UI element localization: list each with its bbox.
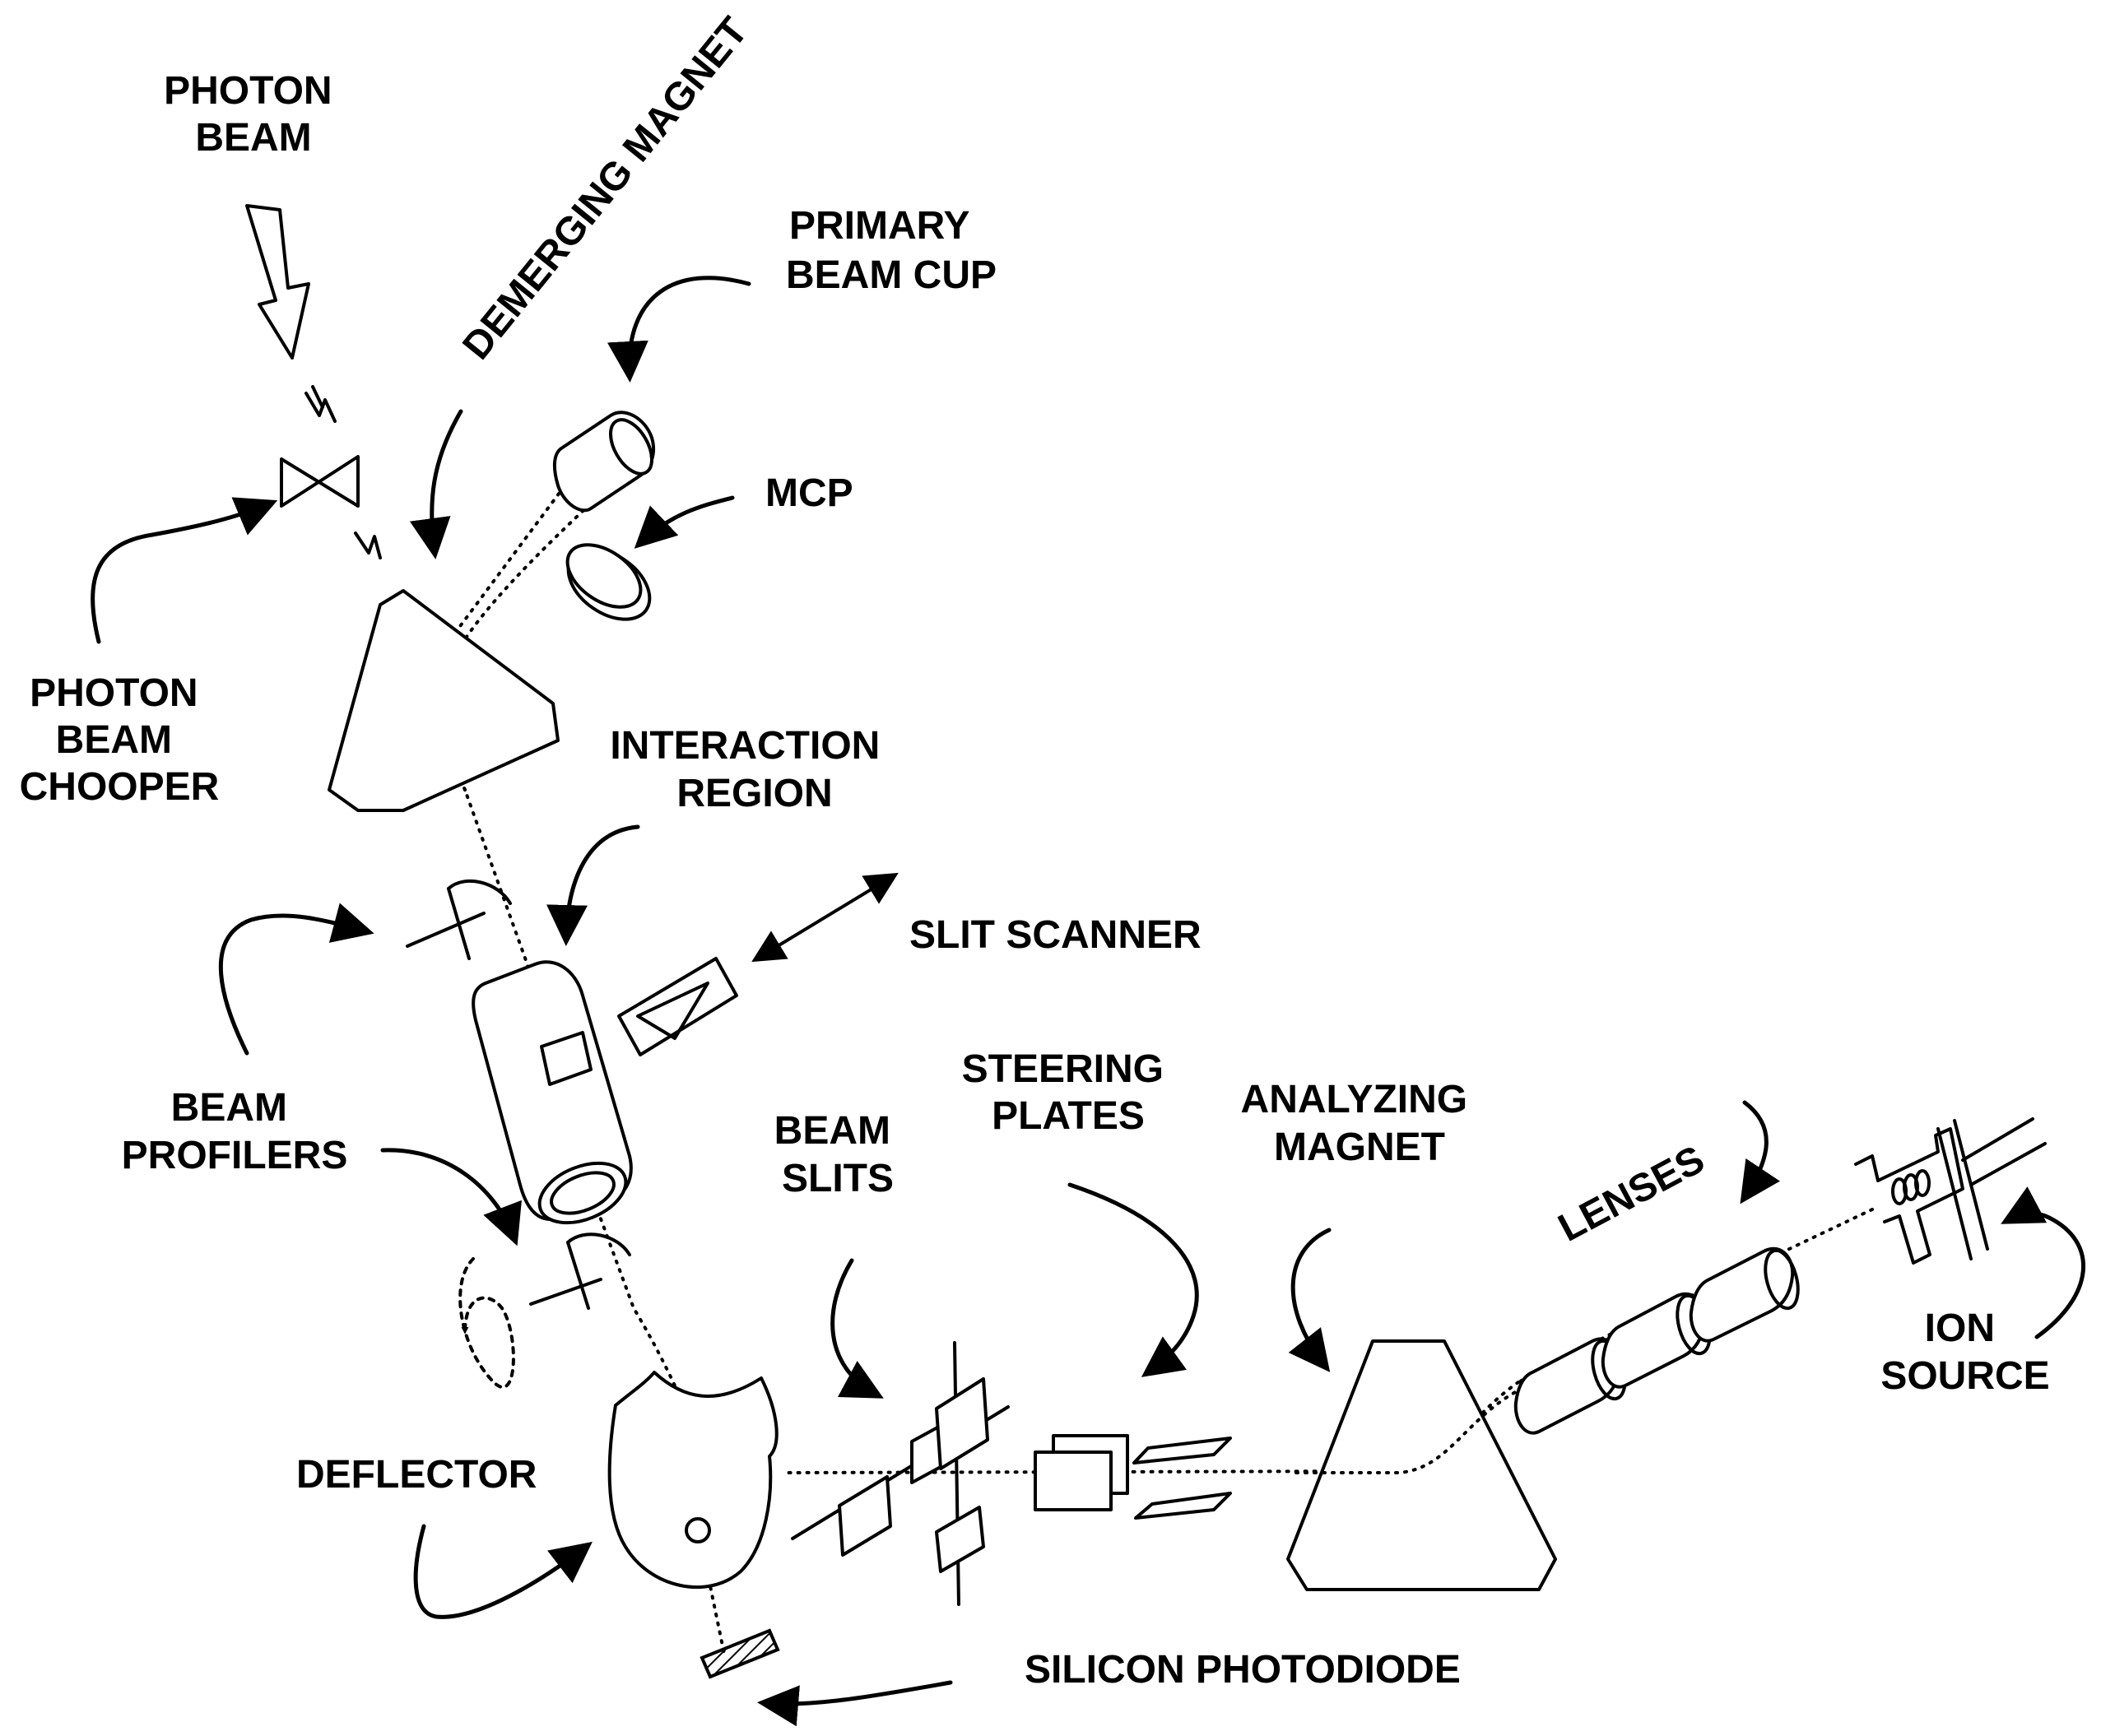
photon-beam-chopper <box>280 455 382 559</box>
silicon-photodiode <box>700 1628 780 1679</box>
mcp-detector <box>565 543 652 621</box>
label-steering-plates: STEERING PLATES <box>962 1047 1175 1138</box>
analyzing-magnet-beam <box>1295 1389 1520 1474</box>
label-mcp: MCP <box>765 471 853 515</box>
label-beam-profilers: BEAM PROFILERS <box>122 1086 348 1177</box>
beam-profiler-upper <box>406 880 512 960</box>
ion-source <box>1854 1117 2047 1265</box>
label-primary-beam-cup: PRIMARY BEAM CUP <box>786 204 997 297</box>
profiler-rotation-arrow <box>458 1257 515 1389</box>
primary-beam-cup <box>552 411 656 513</box>
photon-beam-arrow <box>245 204 337 423</box>
label-beam-slits: BEAM SLITS <box>774 1109 902 1200</box>
deflector <box>607 1371 779 1590</box>
beam-profiler-lower <box>529 1232 631 1310</box>
label-silicon-photodiode: SILICON PHOTODIODE <box>1025 1648 1461 1692</box>
label-analyzing-magnet: ANALYZING MAGNET <box>1241 1078 1479 1169</box>
demerging-magnet <box>328 589 560 812</box>
beam-slits <box>791 1341 1010 1606</box>
steering-plates <box>1034 1434 1232 1520</box>
label-interaction-region: INTERACTION REGION <box>610 724 890 815</box>
label-deflector: DEFLECTOR <box>296 1453 537 1497</box>
label-photon-beam-chopper: PHOTON BEAM CHOOPER <box>20 671 220 809</box>
label-demerging-magnet: DEMERGING MAGNET <box>454 10 756 368</box>
pointer-arrows <box>91 276 2086 1727</box>
label-lenses: LENSES <box>1551 1138 1711 1251</box>
label-photon-beam: PHOTON BEAM <box>164 69 343 160</box>
slit-scanner <box>617 872 899 1056</box>
label-slit-scanner: SLIT SCANNER <box>909 913 1202 957</box>
label-ion-source: ION SOURCE <box>1880 1307 2049 1398</box>
interaction-region-cylinder <box>472 960 633 1225</box>
einzel-lenses <box>1513 1246 1800 1435</box>
